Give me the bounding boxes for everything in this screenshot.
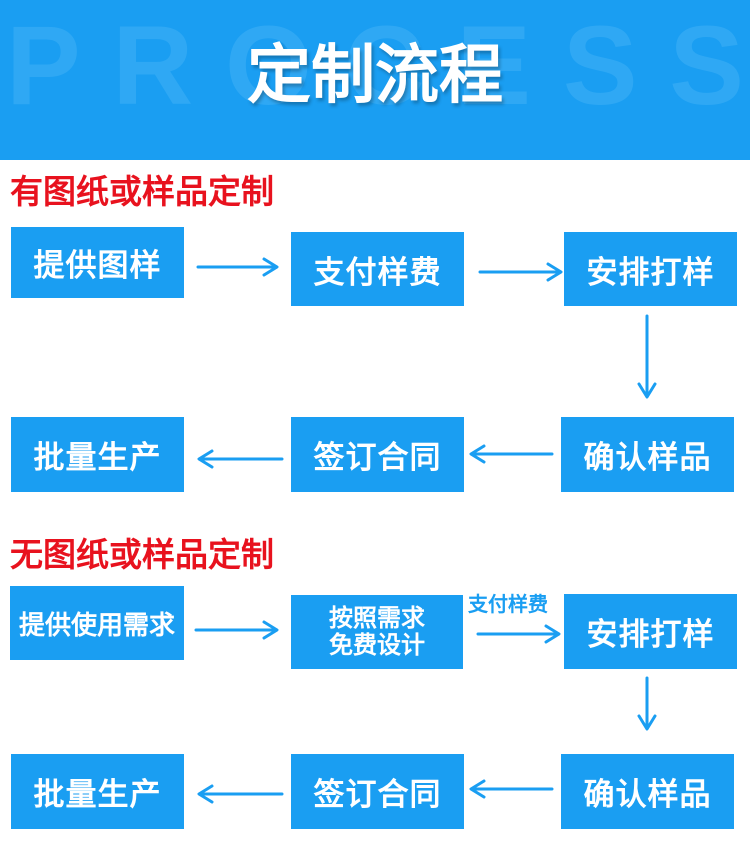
step-sign-contract: 签订合同: [291, 417, 464, 492]
arrow-right-icon: [476, 624, 561, 644]
step-free-design: 按照需求 免费设计: [291, 595, 463, 669]
section-title-without-drawing: 无图纸或样品定制: [10, 535, 274, 574]
step-arrange-sample-2: 安排打样: [564, 594, 737, 669]
arrow-right-icon: [194, 620, 279, 640]
step-mass-production-2: 批量生产: [11, 754, 184, 829]
watermark-letter: P: [6, 3, 81, 128]
watermark-letter: S: [669, 3, 744, 128]
arrow-left-icon: [469, 779, 554, 799]
watermark-process: P R O C E S S: [0, 10, 750, 122]
step-free-design-line1: 按照需求: [329, 604, 425, 632]
watermark-letter: O: [225, 3, 313, 128]
step-confirm-sample: 确认样品: [561, 417, 734, 492]
arrow-left-icon: [197, 784, 284, 804]
step-free-design-line2: 免费设计: [329, 631, 425, 659]
step-mass-production: 批量生产: [11, 417, 184, 492]
watermark-letter: S: [562, 3, 638, 128]
arrow-left-icon: [197, 449, 284, 469]
step-confirm-sample-2: 确认样品: [561, 754, 734, 829]
step-pay-sample-fee: 支付样费: [291, 232, 464, 306]
step-sign-contract-2: 签订合同: [291, 754, 464, 829]
step-arrange-sample: 安排打样: [564, 232, 737, 306]
arrow-left-icon: [469, 444, 554, 464]
page-title: 定制流程: [247, 39, 503, 113]
step-provide-drawing: 提供图样: [11, 227, 184, 298]
arrow-down-icon: [637, 676, 657, 731]
section-title-with-drawing: 有图纸或样品定制: [10, 172, 274, 211]
header-banner: P R O C E S S 定制流程: [0, 0, 750, 160]
arrow-label-pay-sample-fee: 支付样费: [468, 592, 548, 616]
watermark-letter: C: [343, 3, 425, 128]
step-provide-requirements: 提供使用需求: [10, 586, 184, 660]
arrow-down-icon: [637, 314, 657, 399]
watermark-letter: R: [112, 3, 194, 128]
arrow-right-icon: [196, 257, 279, 277]
watermark-letter: E: [456, 3, 532, 128]
arrow-right-icon: [478, 262, 563, 282]
